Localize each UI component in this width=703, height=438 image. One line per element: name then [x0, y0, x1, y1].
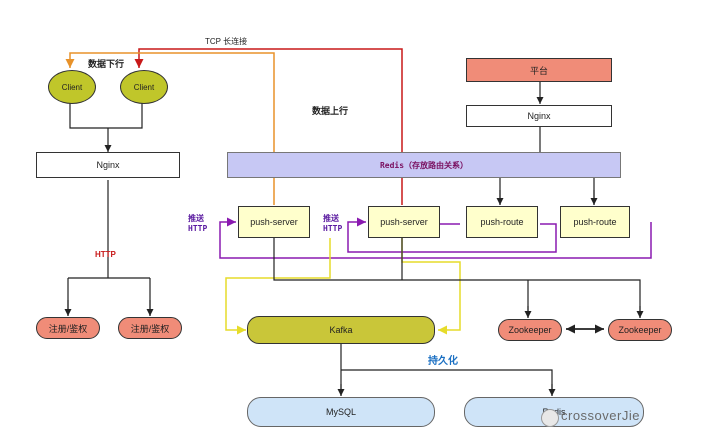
nginx-right-node: Nginx	[466, 105, 612, 127]
client-node-1: Client	[48, 70, 96, 104]
client-label: Client	[61, 82, 83, 92]
push-route-node-2: push-route	[560, 206, 630, 238]
auth-label: 注册/鉴权	[130, 323, 170, 334]
auth-node-2: 注册/鉴权	[118, 317, 182, 339]
downstream-label: 数据下行	[88, 59, 125, 69]
zookeeper-label: Zookeeper	[618, 325, 662, 335]
mysql-node: MySQL	[247, 397, 435, 427]
tcp-label: TCP 长连接	[205, 37, 248, 46]
nginx-label: Nginx	[527, 111, 551, 121]
nginx-left-node: Nginx	[36, 152, 180, 178]
client-node-2: Client	[120, 70, 168, 104]
nginx-to-auth-line	[67, 180, 151, 316]
watermark-text: crossoverJie	[561, 408, 640, 423]
mysql-label: MySQL	[325, 407, 356, 417]
push-server-label: push-server	[250, 217, 298, 227]
kafka-node: Kafka	[247, 316, 435, 344]
push-route-label: push-route	[573, 217, 617, 227]
push-server-label: push-server	[380, 217, 428, 227]
push-server-node-1: push-server	[238, 206, 310, 238]
http-label: HTTP	[95, 250, 116, 259]
kafka-label: Kafka	[329, 325, 353, 335]
tcp-line-red	[134, 48, 403, 205]
push-http-label-2: 推送 HTTP	[323, 214, 343, 233]
nginx-label: Nginx	[96, 160, 120, 170]
platform-label: 平台	[529, 65, 548, 76]
push-route-label: push-route	[480, 217, 524, 227]
redis-route-label: Redis（存放路由关系）	[379, 160, 469, 170]
zookeeper-node-2: Zookeeper	[608, 319, 672, 341]
upstream-label: 数据上行	[312, 106, 349, 116]
auth-label: 注册/鉴权	[48, 323, 88, 334]
push-http-line	[219, 217, 652, 259]
wechat-icon	[541, 409, 559, 427]
client-label: Client	[133, 82, 155, 92]
zookeeper-label: Zookeeper	[508, 325, 552, 335]
push-server-node-2: push-server	[368, 206, 440, 238]
server-to-kafka-line	[225, 238, 331, 335]
persist-label: 持久化	[428, 356, 458, 367]
push-http-label-1: 推送 HTTP	[188, 214, 208, 233]
auth-node-1: 注册/鉴权	[36, 317, 100, 339]
client-to-nginx-line	[69, 103, 143, 152]
zookeeper-node-1: Zookeeper	[498, 319, 562, 341]
push-route-node-1: push-route	[466, 206, 538, 238]
tcp-line-orange	[65, 52, 275, 205]
platform-node: 平台	[466, 58, 612, 82]
redis-route-bar: Redis（存放路由关系）	[227, 152, 621, 178]
